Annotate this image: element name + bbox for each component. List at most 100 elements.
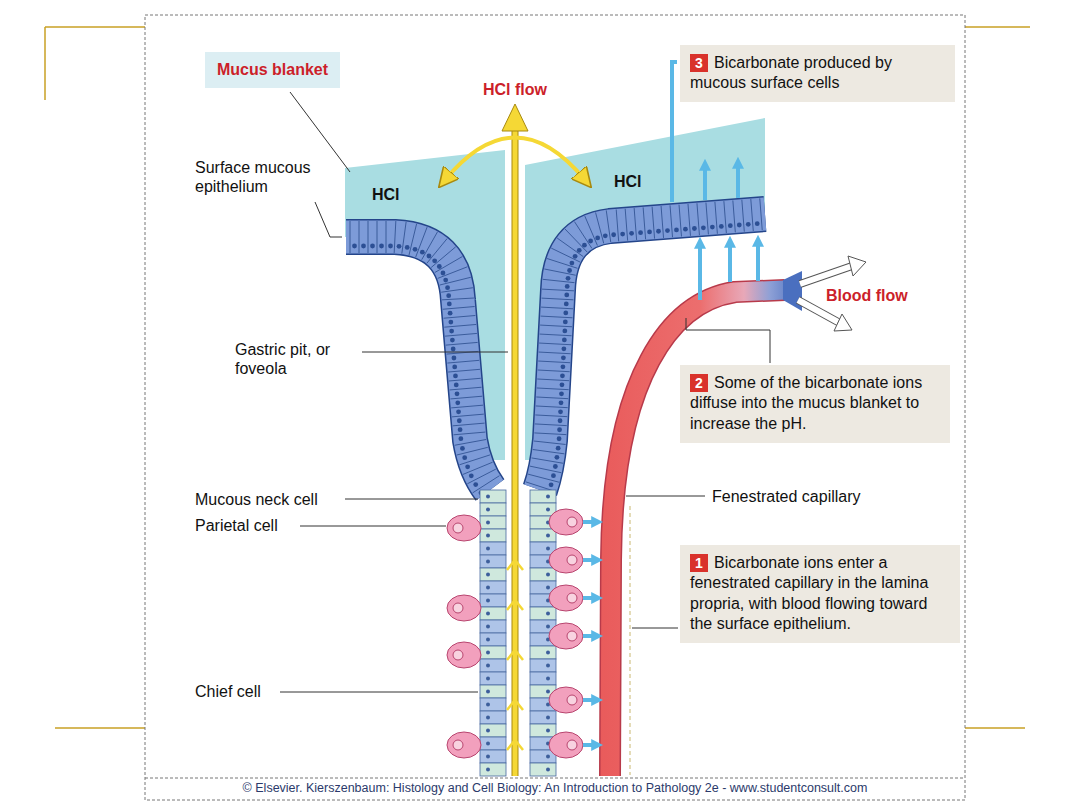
cell-nucleus xyxy=(486,547,490,551)
cell-nucleus xyxy=(546,768,550,772)
cell-nucleus xyxy=(546,625,550,629)
cell-nucleus xyxy=(486,573,490,577)
cell-border xyxy=(539,343,571,345)
gland-cell xyxy=(480,568,506,581)
parietal-nucleus xyxy=(453,523,463,533)
cell-nucleus xyxy=(361,244,366,249)
leader-line xyxy=(315,202,342,237)
cell-nucleus xyxy=(486,560,490,564)
cell-nucleus xyxy=(454,382,459,387)
cell-border xyxy=(460,455,490,465)
bicarbonate-arrow xyxy=(583,634,596,638)
cell-nucleus xyxy=(379,244,384,249)
cell-nucleus xyxy=(546,729,550,733)
cell-nucleus xyxy=(460,446,465,451)
cell-nucleus xyxy=(473,482,478,487)
cell-border xyxy=(532,458,564,463)
cell-nucleus xyxy=(551,473,556,478)
cell-nucleus xyxy=(546,755,550,759)
box-text: Mucus blanket xyxy=(217,61,328,78)
cell-nucleus xyxy=(557,427,562,432)
cell-nucleus xyxy=(486,495,490,499)
cell-border xyxy=(386,221,387,253)
copyright-note: © Elsevier. Kierszenbaum: Histology and … xyxy=(145,781,965,796)
parietal-nucleus xyxy=(567,631,577,641)
leader-line xyxy=(626,496,705,497)
cell-nucleus xyxy=(447,302,452,307)
parietal-cell xyxy=(549,687,583,713)
cell-nucleus xyxy=(486,625,490,629)
bicarbonate-arrow xyxy=(583,743,596,747)
cell-border xyxy=(431,247,455,268)
cell-border xyxy=(350,221,351,253)
box-text: Bicarbonate ions enter a fenestrated cap… xyxy=(690,554,928,632)
cell-border xyxy=(688,204,690,236)
cell-nucleus xyxy=(562,328,567,333)
callout-number: 3 xyxy=(690,54,708,72)
cell-border xyxy=(715,202,717,234)
cell-nucleus xyxy=(746,222,751,227)
cell-border xyxy=(760,198,762,230)
cell-nucleus xyxy=(352,244,357,249)
bracket-line xyxy=(630,506,631,775)
cell-nucleus xyxy=(595,236,600,241)
cell-nucleus xyxy=(486,586,490,590)
gland-cell xyxy=(530,646,556,659)
cell-nucleus xyxy=(674,227,679,232)
slide-rules xyxy=(45,27,1030,728)
cell-border xyxy=(661,206,663,238)
cell-nucleus xyxy=(448,320,453,325)
box-text: Bicarbonate produced by mucous surface c… xyxy=(690,54,892,91)
cell-nucleus xyxy=(656,229,661,234)
cell-nucleus xyxy=(563,311,568,316)
cell-nucleus xyxy=(564,293,569,298)
gland-cell xyxy=(530,763,556,776)
cell-border xyxy=(543,279,575,282)
cell-nucleus xyxy=(445,285,450,290)
hcl-flow-line xyxy=(513,125,518,776)
cell-nucleus xyxy=(469,473,474,478)
blood-flow-arrow xyxy=(800,266,852,284)
cell-nucleus xyxy=(486,690,490,694)
cell-border xyxy=(377,221,378,253)
cell-border xyxy=(452,414,484,417)
cell-nucleus xyxy=(603,233,608,238)
callout-box: 3Bicarbonate produced by mucous surface … xyxy=(680,45,955,102)
cell-nucleus xyxy=(611,232,616,237)
cell-border xyxy=(634,208,636,240)
cell-nucleus xyxy=(546,677,550,681)
cell-border xyxy=(450,396,482,399)
hcl-branch xyxy=(515,740,523,750)
cell-nucleus xyxy=(570,261,575,266)
hcl-branch xyxy=(515,650,523,660)
cell-nucleus xyxy=(558,409,563,414)
cell-nucleus xyxy=(546,716,550,720)
cell-nucleus xyxy=(486,651,490,655)
cell-nucleus xyxy=(728,223,733,228)
flow-label: Blood flow xyxy=(826,286,908,305)
epithelial-cells xyxy=(350,198,762,495)
cell-border xyxy=(697,203,699,235)
hcl-branches xyxy=(507,560,523,750)
cell-nucleus xyxy=(546,508,550,512)
parietal-nucleus xyxy=(567,517,577,527)
cell-nucleus xyxy=(457,418,462,423)
parietal-cell xyxy=(447,642,481,668)
parietal-cells xyxy=(447,509,596,758)
hcl-branch xyxy=(515,600,523,610)
parietal-cell xyxy=(447,595,481,621)
cell-nucleus xyxy=(561,364,566,369)
cell-border xyxy=(537,379,569,381)
cell-nucleus xyxy=(437,264,442,269)
callout-box: 1Bicarbonate ions enter a fenestrated ca… xyxy=(680,545,960,643)
cell-border xyxy=(652,207,654,239)
cell-border xyxy=(449,378,481,381)
cell-nucleus xyxy=(455,400,460,405)
fenestrated-capillary xyxy=(610,290,785,776)
cell-nucleus xyxy=(559,400,564,405)
cell-border xyxy=(451,405,483,408)
cell-border xyxy=(534,433,566,435)
cell-nucleus xyxy=(420,250,425,255)
gland-cell xyxy=(480,646,506,659)
parietal-nucleus xyxy=(567,695,577,705)
